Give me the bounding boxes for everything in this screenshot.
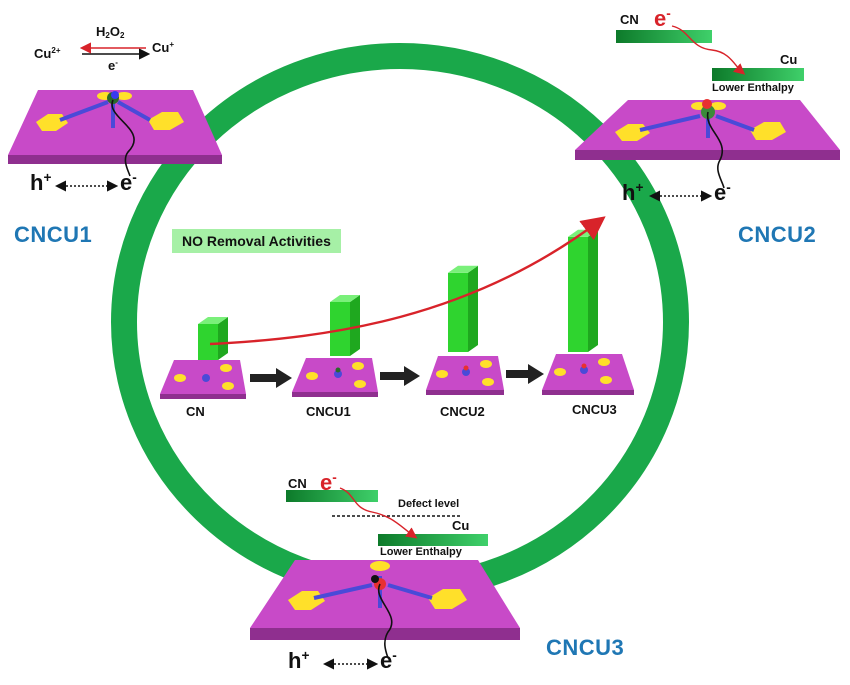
bar-cncu3	[568, 236, 588, 352]
mini-sheet-cncu2	[426, 356, 504, 395]
cuplus-label: Cu+	[152, 40, 175, 55]
bar-top-cncu1	[330, 295, 360, 302]
mini-sheet-cncu1	[292, 358, 378, 397]
electron-path-cncu3	[339, 487, 418, 539]
trend-arrow	[209, 216, 606, 346]
bar-side-cncu1	[350, 295, 360, 356]
electron-label-cncu1: e-	[120, 170, 137, 196]
mini-sheet-cncu3	[542, 354, 634, 395]
bar-cn	[198, 324, 218, 360]
cn-label-cncu2: CN	[620, 12, 639, 27]
bar-top-cncu2	[448, 265, 478, 273]
bar-cncu2	[448, 272, 468, 352]
h2o2-label: H2O2	[96, 24, 125, 40]
activity-badge: NO Removal Activities	[172, 229, 341, 253]
electron-red-cncu2: e-	[654, 6, 671, 32]
label-cncu2: CNCU2	[738, 222, 817, 247]
cn-level-cncu3	[286, 490, 378, 502]
electron-label-cncu3: e-	[380, 648, 397, 674]
lower-enthalpy-cncu2: Lower Enthalpy	[712, 82, 794, 94]
step-arrow-1	[250, 368, 292, 388]
cu-level-cncu3	[378, 534, 488, 546]
electron-path-cncu2	[671, 25, 746, 75]
cu-label-cncu3: Cu	[452, 518, 470, 533]
step-label-cncu3: CNCU3	[572, 402, 617, 417]
defect-level-label: Defect level	[398, 498, 460, 510]
cn-label-cncu3: CN	[288, 476, 307, 491]
step-arrow-2	[380, 366, 420, 386]
step-label-cncu1: CNCU1	[306, 404, 351, 419]
cu-label-cncu2: Cu	[780, 52, 798, 67]
cu-level-cncu2	[712, 68, 804, 81]
step-label-cncu2: CNCU2	[440, 404, 485, 419]
sheet-cncu2	[575, 99, 840, 189]
label-cncu3: CNCU3	[546, 635, 625, 660]
hole-label-cncu2: h+	[622, 180, 644, 206]
hole-label-cncu3: h+	[288, 648, 310, 674]
mini-sheet-cn	[160, 360, 246, 399]
step-label-cn: CN	[186, 404, 205, 419]
bar-top-cn	[198, 317, 228, 324]
label-cncu1: CNCU1	[14, 222, 93, 247]
bar-side-cncu3	[588, 229, 598, 352]
bar-side-cncu2	[468, 265, 478, 352]
electron-label-cncu2: e-	[714, 180, 731, 206]
lower-enthalpy-cncu3: Lower Enthalpy	[380, 546, 462, 558]
bar-side-cn	[218, 317, 228, 360]
step-arrow-3	[506, 364, 544, 384]
sheet-cncu3	[250, 560, 520, 659]
activity-bars	[198, 229, 598, 360]
cu2plus-label: Cu2+	[34, 46, 61, 61]
electron-red-cncu3: e-	[320, 470, 337, 496]
hole-label-cncu1: h+	[30, 170, 52, 196]
cn-level-cncu2	[616, 30, 712, 43]
sheet-cncu1	[8, 90, 222, 177]
electron-label-reaction: e-	[108, 58, 118, 73]
